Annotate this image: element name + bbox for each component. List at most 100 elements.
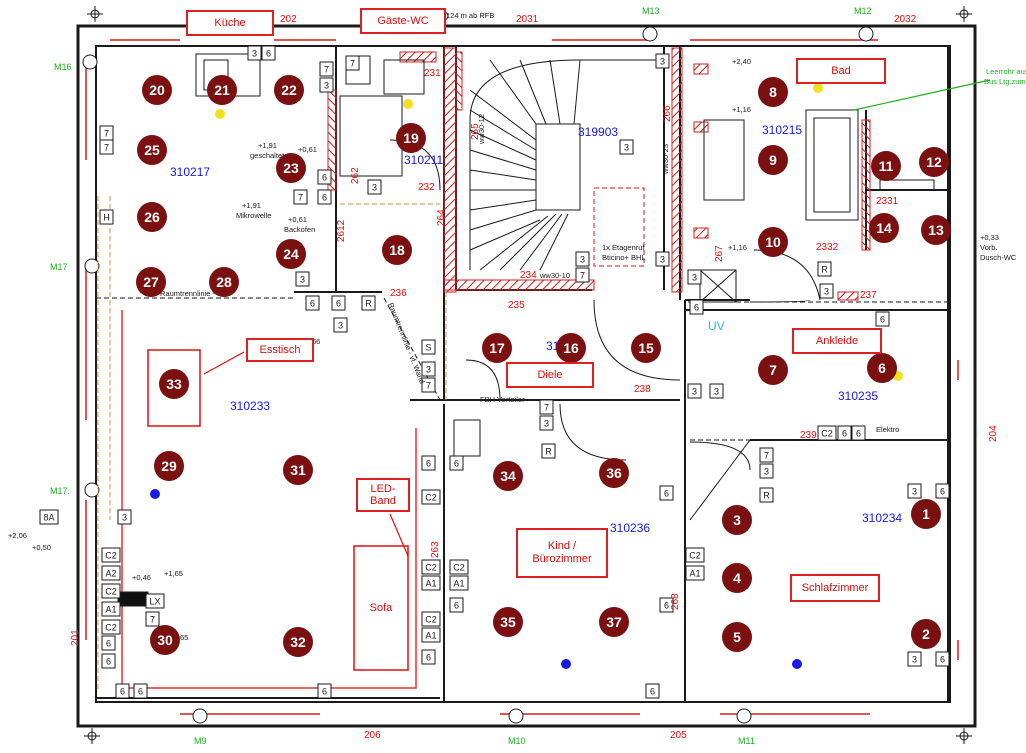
symbol-text: 6 (842, 429, 847, 439)
marker-12: 12 (919, 147, 949, 177)
symbol-box (117, 509, 132, 525)
symbol-text: C2 (453, 563, 465, 573)
symbol-box (331, 295, 346, 311)
symbol-box (421, 649, 436, 665)
marker-label: 30 (157, 632, 173, 648)
symbol-text: 6 (106, 639, 111, 649)
symbol-text: C2 (425, 493, 437, 503)
symbol-7: 7 (575, 267, 590, 283)
symbol-c2: C2 (421, 611, 441, 627)
marker-label: 24 (283, 246, 299, 262)
symbol-box (99, 209, 114, 225)
symbol-box (361, 295, 376, 311)
light-yellow (813, 83, 823, 93)
symbol-box (687, 383, 702, 399)
dimension-texts: 202 2031 2032 206 205 201 204 266 265 26… (70, 14, 999, 741)
symbol-3: 3 (333, 317, 348, 333)
ceiling-lights (150, 83, 903, 669)
marker-23: 23 (276, 153, 306, 183)
symbol-6: 6 (317, 683, 332, 699)
marker-36: 36 (599, 458, 629, 488)
symbol-3: 3 (319, 77, 334, 93)
symbol-text: A1 (425, 579, 436, 589)
symbol-text: 6 (694, 303, 699, 313)
symbol-c2: C2 (101, 547, 121, 563)
symbol-7: 7 (345, 55, 360, 71)
symbol-7: 7 (759, 447, 774, 463)
symbol-box (759, 447, 774, 463)
symbol-box (295, 271, 310, 287)
room-id-wc: 310211 (404, 153, 443, 167)
symbol-3: 3 (907, 651, 922, 667)
hatched-walls (327, 47, 871, 301)
marker-circle (283, 627, 313, 657)
symbol-7: 7 (293, 189, 308, 205)
leader-lines (203, 79, 991, 557)
symbol-box (421, 455, 436, 471)
symbol-box (421, 575, 441, 591)
symbol-text: 3 (824, 287, 829, 297)
symbol-r: R (759, 487, 774, 503)
note-leerrohr2: Bus Ltg.zum (984, 77, 1026, 86)
symbol-box (421, 339, 436, 355)
label-esstisch: Esstisch (246, 338, 314, 362)
symbol-box (39, 509, 59, 525)
marker-label: 20 (149, 82, 165, 98)
marker-27: 27 (136, 267, 166, 297)
marker-label: 3 (733, 512, 741, 528)
symbol-text: C2 (821, 429, 833, 439)
symbol-text: 3 (692, 273, 697, 283)
symbol-text: 3 (714, 387, 719, 397)
dim-231: 231 (424, 68, 441, 79)
door-swings (389, 139, 821, 521)
dim-263: 263 (430, 541, 441, 558)
marker-31: 31 (283, 455, 313, 485)
symbol-6: 6 (935, 651, 950, 667)
symbol-text: 7 (150, 615, 155, 625)
symbol-3: 3 (687, 269, 702, 285)
marker-29: 29 (154, 451, 184, 481)
note-h050: +0,50 (32, 543, 51, 552)
marker-6: 6 (867, 353, 897, 383)
marker-label: 6 (878, 360, 886, 376)
symbol-box (333, 317, 348, 333)
marker-9: 9 (758, 145, 788, 175)
dim-266: 266 (662, 105, 673, 122)
symbol-3: 3 (655, 251, 670, 267)
symbol-6: 6 (689, 299, 704, 315)
symbol-3: 3 (709, 383, 724, 399)
marker-21: 21 (207, 75, 237, 105)
marker-circle (556, 333, 586, 363)
symbol-text: 3 (122, 513, 127, 523)
symbol-6: 6 (851, 425, 866, 441)
symbol-box (145, 611, 160, 627)
room-ids: 310217 310211 319903 310215 310233 31023… (170, 123, 902, 535)
marker-label: 26 (144, 209, 160, 225)
symbol-6: 6 (331, 295, 346, 311)
marker-16: 16 (556, 333, 586, 363)
label-bad: Bad (796, 58, 886, 84)
symbol-box (421, 361, 436, 377)
label-kind: Kind / Bürozimmer (516, 528, 608, 578)
symbol-text: S (425, 343, 431, 353)
symbol-text: 6 (120, 687, 125, 697)
dim-201: 201 (70, 629, 81, 646)
note-stair-w3: ww30-23 (661, 144, 670, 175)
symbol-text: 6 (322, 687, 327, 697)
marker-label: 33 (166, 376, 182, 392)
symbol-text: 6 (310, 299, 315, 309)
marker-25: 25 (137, 135, 167, 165)
label-led-band: LED- Band (356, 478, 410, 512)
symbol-text: C2 (689, 551, 701, 561)
symbol-box (655, 53, 670, 69)
symbol-box (101, 565, 121, 581)
symbol-c2: C2 (101, 583, 121, 599)
marker-label: 27 (143, 274, 159, 290)
symbol-text: 3 (372, 183, 377, 193)
note-vorb: Vorb. (980, 243, 998, 252)
symbol-box (659, 485, 674, 501)
marker-label: 34 (500, 468, 516, 484)
marker-circle (722, 622, 752, 652)
symbol-box (367, 179, 382, 195)
